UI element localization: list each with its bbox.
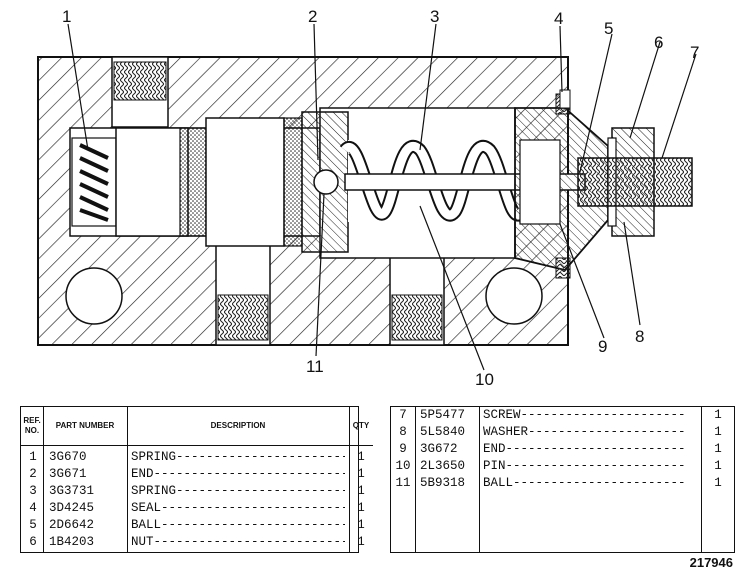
- callout-1: 1: [62, 7, 71, 26]
- leader-lines: [67, 23, 697, 371]
- description: END------------------------: [483, 442, 686, 456]
- seal-4: [559, 89, 571, 109]
- callout-11: 11: [306, 357, 324, 376]
- quantity: 1: [357, 518, 365, 532]
- description: SPRING-------------------------: [131, 450, 345, 464]
- ref-no: 7: [399, 408, 407, 422]
- table-row: 2 3G671 END---------------------------- …: [21, 466, 365, 483]
- table-row: 7 5P5477 SCREW---------------------- 1: [391, 407, 734, 424]
- part-number: 3G672: [420, 442, 458, 456]
- quantity: 1: [357, 501, 365, 515]
- column-divider: [127, 407, 128, 552]
- passage-right: [485, 267, 543, 325]
- header-qty: QTY: [349, 407, 373, 446]
- table-row: 3 3G3731 SPRING-------------------------…: [21, 483, 365, 500]
- callout-9: 9: [598, 337, 607, 356]
- part-number: 3G670: [49, 450, 87, 464]
- ref-no: 3: [29, 484, 37, 498]
- ref-no: 1: [29, 450, 37, 464]
- description: SEAL---------------------------: [131, 501, 345, 515]
- header-ref-no: REF. NO.: [21, 407, 43, 446]
- bottom-port-right: [389, 254, 445, 346]
- callout-7: 7: [690, 43, 699, 62]
- quantity: 1: [357, 450, 365, 464]
- screw-7: [577, 157, 693, 207]
- part-number: 2L3650: [420, 459, 466, 473]
- bottom-port-left: [215, 239, 271, 346]
- passage-left: [65, 267, 123, 325]
- part-number: 5L5840: [420, 425, 466, 439]
- description: NUT----------------------------: [131, 535, 345, 549]
- ball-11: [313, 169, 339, 195]
- ref-no: 2: [29, 467, 37, 481]
- parts-list-left: REF. NO. PART NUMBER DESCRIPTION QTY 1 3…: [20, 406, 373, 553]
- description: SCREW----------------------: [483, 408, 686, 422]
- ref-no: 6: [29, 535, 37, 549]
- table-row: 1 3G670 SPRING------------------------- …: [21, 449, 365, 466]
- part-number: 1B4203: [49, 535, 95, 549]
- column-divider: [479, 407, 480, 552]
- table-row: 6 1B4203 NUT----------------------------…: [21, 534, 365, 551]
- spool: [115, 111, 349, 253]
- part-number: 3G671: [49, 467, 87, 481]
- table-row: 5 2D6642 BALL---------------------------…: [21, 517, 365, 534]
- callout-3: 3: [430, 7, 439, 26]
- part-number: 3G3731: [49, 484, 95, 498]
- quantity: 1: [714, 425, 722, 439]
- table-row: 8 5L5840 WASHER--------------------- 1: [391, 424, 734, 441]
- description: PIN------------------------: [483, 459, 686, 473]
- ref-no: 10: [395, 459, 411, 473]
- quantity: 1: [357, 467, 365, 481]
- part-number: 2D6642: [49, 518, 95, 532]
- ref-no: 9: [399, 442, 407, 456]
- description: BALL-----------------------: [483, 476, 686, 490]
- quantity: 1: [714, 459, 722, 473]
- quantity: 1: [357, 535, 365, 549]
- ref-no: 5: [29, 518, 37, 532]
- ref-no: 8: [399, 425, 407, 439]
- quantity: 1: [714, 442, 722, 456]
- part-number: 3D4245: [49, 501, 95, 515]
- callout-6: 6: [654, 33, 663, 52]
- quantity: 1: [357, 484, 365, 498]
- description: SPRING-------------------------: [131, 484, 345, 498]
- quantity: 1: [714, 476, 722, 490]
- column-divider: [349, 407, 350, 552]
- column-divider: [701, 407, 702, 552]
- callout-2: 2: [308, 7, 317, 26]
- table-row: 11 5B9318 BALL----------------------- 1: [391, 475, 734, 492]
- quantity: 1: [714, 408, 722, 422]
- description: BALL---------------------------: [131, 518, 345, 532]
- table-row: 4 3D4245 SEAL---------------------------…: [21, 500, 365, 517]
- valve-cross-section-diagram: 1 2 3 4 5 6 7 8 9 10 11: [37, 7, 699, 389]
- ref-no: 4: [29, 501, 37, 515]
- column-divider: [43, 407, 44, 552]
- description: WASHER---------------------: [483, 425, 686, 439]
- header-description: DESCRIPTION: [127, 407, 349, 446]
- top-port: [111, 56, 169, 128]
- table-row: 10 2L3650 PIN------------------------ 1: [391, 458, 734, 475]
- header-part-number: PART NUMBER: [43, 407, 127, 446]
- description: END----------------------------: [131, 467, 345, 481]
- table-row: 9 3G672 END------------------------ 1: [391, 441, 734, 458]
- callout-8: 8: [635, 327, 644, 346]
- column-divider: [415, 407, 416, 552]
- callout-labels: 1 2 3 4 5 6 7 8 9 10 11: [62, 7, 699, 389]
- callout-5: 5: [604, 19, 613, 38]
- ref-no: 11: [395, 476, 411, 490]
- parts-list-right: 7 5P5477 SCREW---------------------- 1 8…: [390, 406, 735, 553]
- drawing-number: 217946: [689, 555, 733, 570]
- part-number: 5P5477: [420, 408, 466, 422]
- callout-4: 4: [554, 9, 563, 28]
- callout-10: 10: [475, 370, 494, 389]
- spring-small: [71, 137, 117, 227]
- part-number: 5B9318: [420, 476, 466, 490]
